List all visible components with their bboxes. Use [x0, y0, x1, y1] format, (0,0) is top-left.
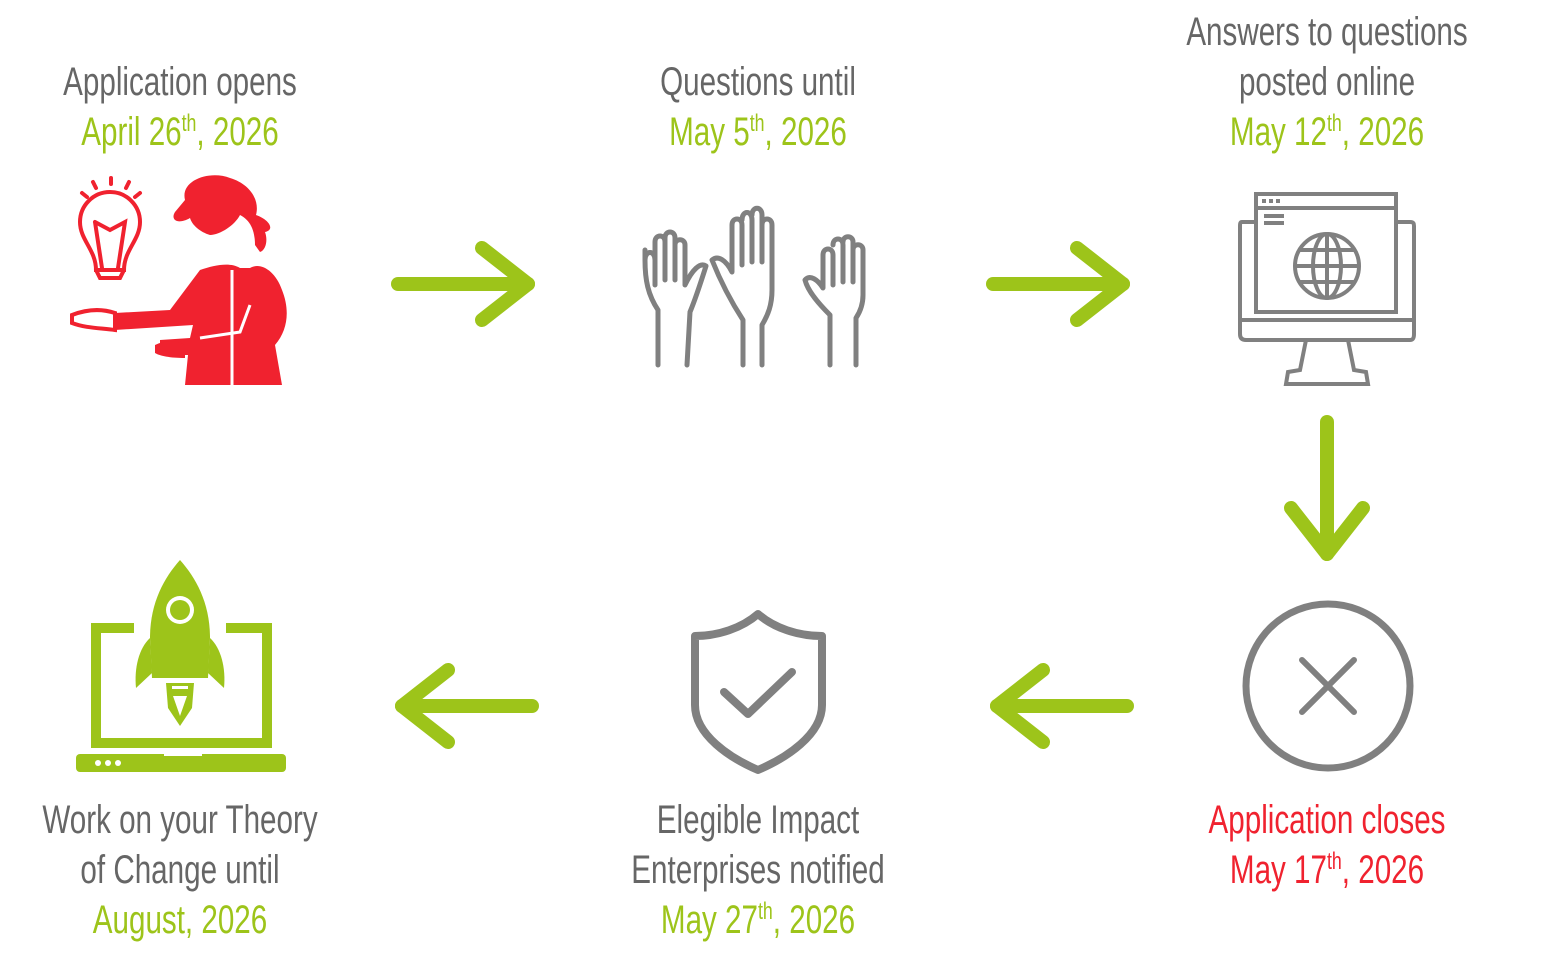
- step-label: Application opens: [63, 60, 297, 104]
- step-label: Answers to questions: [1186, 10, 1468, 54]
- step-label: Application closes: [1208, 798, 1446, 842]
- step-application-closes: Application closes May 17th, 2026: [1117, 795, 1537, 895]
- step-label: Questions until: [660, 60, 856, 104]
- rocket-laptop-icon: [76, 560, 286, 772]
- step-application-opens: Application opens April 26th, 2026: [0, 57, 390, 157]
- step-label: Elegible Impact: [656, 798, 860, 842]
- step-date: August, 2026: [92, 898, 268, 942]
- raised-hands-icon: [642, 205, 866, 368]
- step-label: of Change until: [80, 848, 280, 892]
- arrow-right-icon: [986, 241, 1130, 327]
- step-date: May 27th, 2026: [660, 898, 856, 942]
- step-date: April 26th, 2026: [81, 110, 279, 154]
- step-label: posted online: [1238, 60, 1416, 104]
- arrow-right-icon: [391, 241, 535, 327]
- step-answers-posted: Answers to questions posted online May 1…: [1117, 7, 1537, 157]
- step-date: May 12th, 2026: [1229, 110, 1425, 154]
- step-theory-of-change: Work on your Theory of Change until Augu…: [0, 795, 390, 945]
- step-enterprises-notified: Elegible Impact Enterprises notified May…: [548, 795, 968, 945]
- person-idea-icon: [70, 175, 287, 385]
- shield-check-icon: [691, 610, 826, 774]
- close-circle-icon: [1242, 600, 1414, 772]
- arrow-left-icon: [395, 663, 539, 749]
- arrow-left-icon: [990, 663, 1134, 749]
- step-questions-until: Questions until May 5th, 2026: [548, 57, 968, 157]
- step-label: Enterprises notified: [631, 848, 885, 892]
- step-date: May 5th, 2026: [669, 110, 847, 154]
- arrow-down-icon: [1284, 415, 1370, 561]
- step-date: May 17th, 2026: [1229, 848, 1425, 892]
- web-monitor-icon: [1238, 192, 1416, 386]
- step-label: Work on your Theory: [42, 798, 318, 842]
